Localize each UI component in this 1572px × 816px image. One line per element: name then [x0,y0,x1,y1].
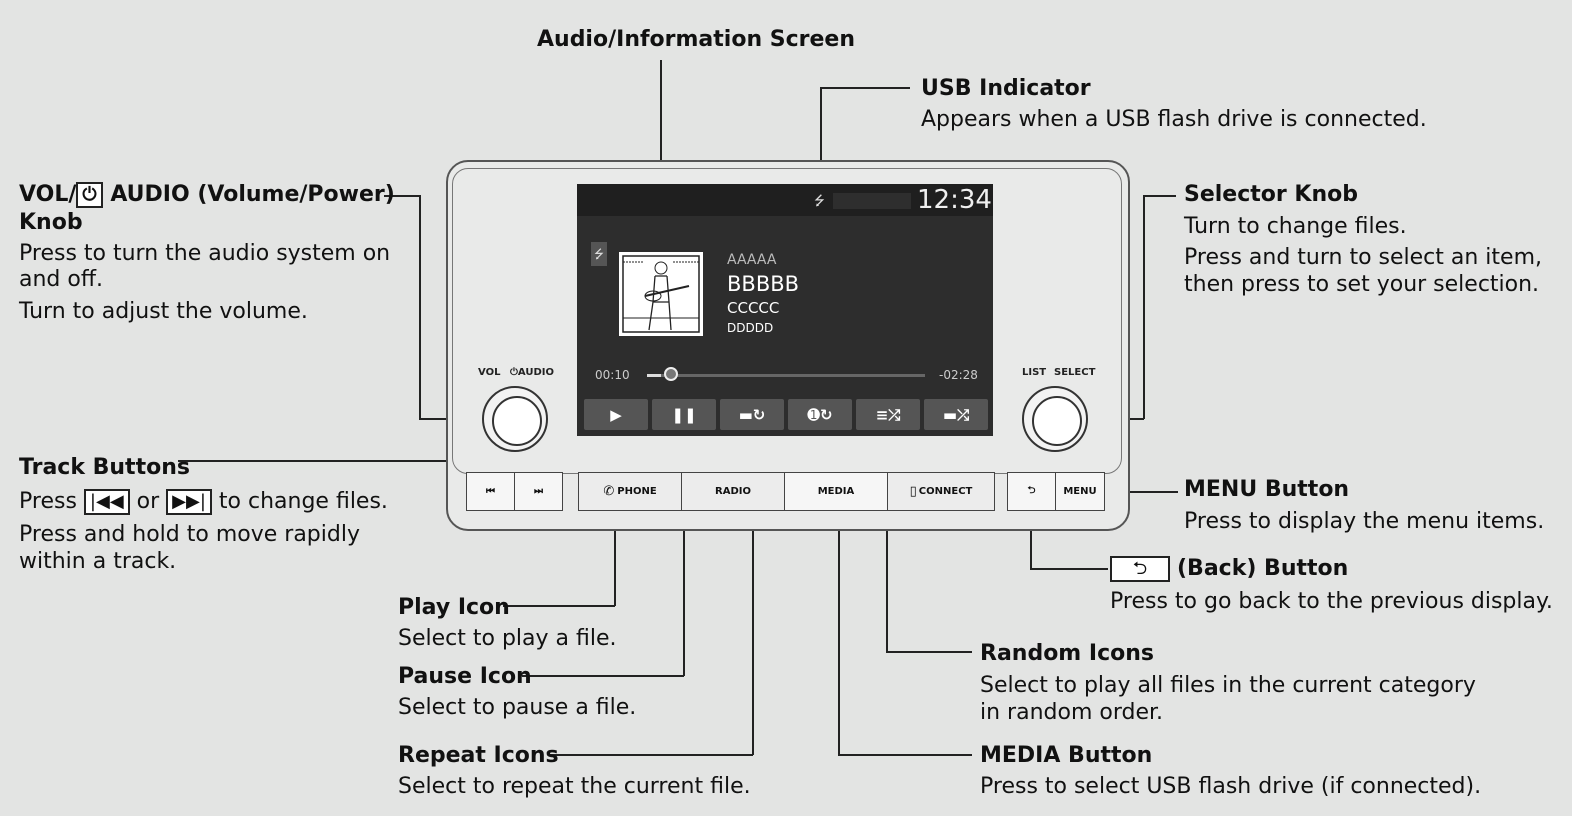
play-icon: ▶ [610,405,622,424]
usb-indicator-icon: ⭍ [814,194,825,209]
menu-button[interactable]: MENU [1055,472,1105,511]
repeat-caption-title: Repeat Icons [398,743,559,768]
vol-label: VOL [478,367,501,378]
audio-screen-caption: Audio/Information Screen [537,27,856,52]
selector-caption-title: Selector Knob [1184,182,1358,207]
vol-knob-caption-desc-1: Press to turn the audio system on [19,241,391,266]
repeat-folder-icon: ▬↻ [738,405,766,424]
radio-button[interactable]: RADIO [681,472,785,511]
pause-caption-title: Pause Icon [398,664,532,689]
track-caption-desc-1: Press |◀◀ or ▶▶| to change files. [19,489,388,515]
track-artist: AAAAA [727,252,777,268]
list-label: LIST [1022,367,1047,378]
media-button[interactable]: MEDIA [784,472,888,511]
track-forward-button[interactable]: ⏭ [514,472,563,511]
progress-track [647,367,925,381]
pause-button[interactable]: ❚❚ [652,399,716,430]
smartphone-icon: ▯ [909,484,917,499]
selector-knob[interactable] [1022,386,1088,452]
skip-forward-icon: ⏭ [534,486,543,497]
clock: 12:34 [917,185,992,215]
repeat-caption-desc: Select to repeat the current file. [398,774,751,799]
selector-caption-desc-3: then press to set your selection. [1184,272,1540,297]
audio-label: ⏻AUDIO [510,367,554,378]
repeat-one-icon: ➊↻ [807,405,833,424]
random-caption-title: Random Icons [980,641,1154,666]
audio-information-screen: ⭍ 12:34 ⭍ AAAAA BBBBB CCCCC DDDDD 00:10 … [577,184,993,436]
usb-indicator-caption-title: USB Indicator [921,76,1091,101]
elapsed-time: 00:10 [595,368,630,382]
progress-handle[interactable] [663,367,678,381]
repeat-folder-button[interactable]: ▬↻ [720,399,784,430]
power-icon: ⏻ [76,182,103,208]
back-button[interactable]: ⮌ [1007,472,1056,511]
random-folder-icon: ▬⤮ [942,405,970,424]
usb-indicator-caption-desc: Appears when a USB flash drive is connec… [921,107,1427,132]
track-back-button[interactable]: ⏮ [466,472,515,511]
pause-icon: ❚❚ [671,405,697,424]
track-album: CCCCC [727,299,780,317]
media-caption-desc: Press to select USB flash drive (if conn… [980,774,1482,799]
track-caption-desc-3: within a track. [19,549,177,574]
repeat-one-button[interactable]: ➊↻ [788,399,852,430]
play-caption-desc: Select to play a file. [398,626,617,651]
vol-knob-caption-desc-2: and off. [19,267,103,292]
track-caption-desc-2: Press and hold to move rapidly [19,522,360,547]
random-folder-button[interactable]: ▬⤮ [924,399,988,430]
album-art [619,252,703,336]
menu-caption-title: MENU Button [1184,477,1350,502]
vol-knob-caption-title-2: Knob [19,210,83,235]
track-extra: DDDDD [727,321,774,335]
remaining-time: -02:28 [939,368,978,382]
usb-source-icon: ⭍ [591,242,607,266]
phone-icon: ✆ [603,484,615,499]
selector-caption-desc-2: Press and turn to select an item, [1184,245,1542,270]
track-title: BBBBB [727,272,800,296]
back-caption-desc: Press to go back to the previous display… [1110,589,1553,614]
skip-back-icon: ⏮ [486,486,495,497]
phone-button[interactable]: ✆PHONE [578,472,682,511]
back-caption-title: ⮌ (Back) Button [1110,555,1348,582]
vol-knob-caption-title: VOL/⏻ AUDIO (Volume/Power) [19,182,395,208]
vol-audio-knob[interactable] [482,386,548,452]
track-caption-title: Track Buttons [19,455,190,480]
selector-caption-desc-1: Turn to change files. [1184,214,1407,239]
status-bar: ⭍ 12:34 [577,184,993,216]
skip-forward-icon: ▶▶| [166,489,212,515]
play-button[interactable]: ▶ [584,399,648,430]
back-arrow-icon: ⮌ [1110,556,1170,582]
random-caption-desc-2: in random order. [980,700,1164,725]
progress-fill [647,374,661,377]
play-caption-title: Play Icon [398,595,510,620]
media-caption-title: MEDIA Button [980,743,1153,768]
back-arrow-icon: ⮌ [1027,485,1036,496]
random-caption-desc-1: Select to play all files in the current … [980,673,1476,698]
menu-caption-desc: Press to display the menu items. [1184,509,1545,534]
skip-back-icon: |◀◀ [83,489,130,515]
vol-knob-caption-desc-3: Turn to adjust the volume. [19,299,308,324]
random-all-icon: ≡⤮ [875,405,901,424]
pause-caption-desc: Select to pause a file. [398,695,637,720]
random-all-button[interactable]: ≡⤮ [856,399,920,430]
connect-button[interactable]: ▯CONNECT [887,472,995,511]
select-label: SELECT [1054,367,1096,378]
